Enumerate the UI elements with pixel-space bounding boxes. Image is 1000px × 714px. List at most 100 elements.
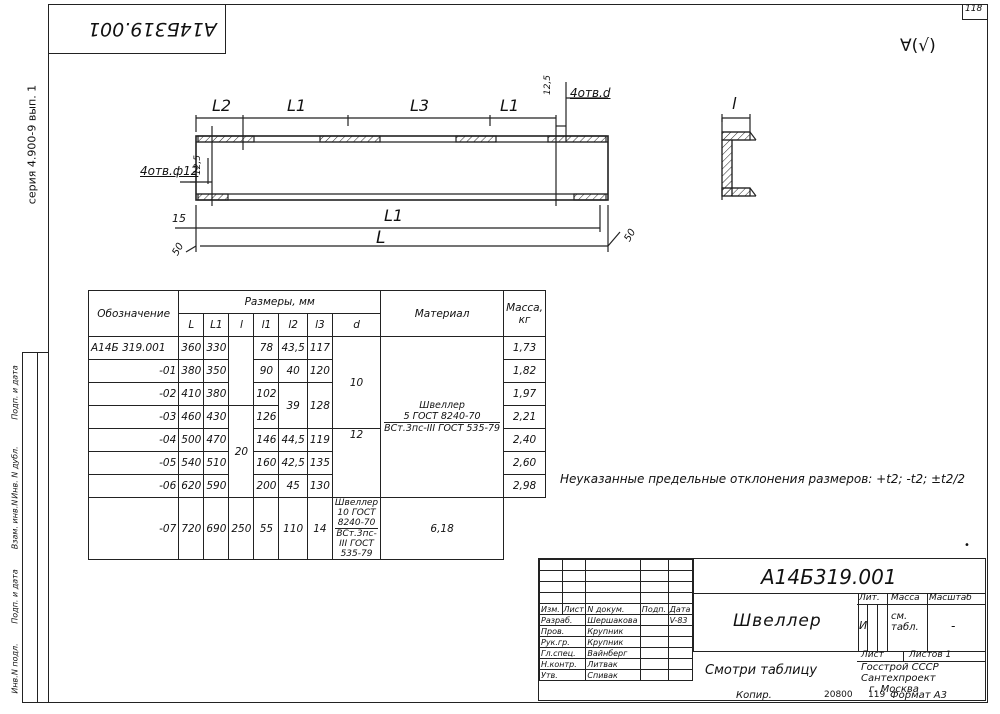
table-row: -02 410 380 102 39 128 1,97 [87, 382, 546, 429]
cell-L: 380 [178, 359, 205, 383]
header-designation: Обозначение [87, 290, 180, 337]
cell-mass: 6,18 [380, 497, 505, 560]
material-label: Швеллер [419, 400, 465, 411]
cell-l-blank [228, 336, 255, 406]
cell-L1: 430 [203, 405, 230, 429]
person-role: Разраб. [538, 614, 587, 626]
cell-l1: 146 [253, 428, 280, 452]
scale-value: - [951, 619, 956, 633]
col-l2: l2 [278, 313, 308, 337]
header-material: Материал [380, 290, 505, 337]
cell-material-main: Швеллер 5 ГОСТ 8240-70 ВСт.3пс-III ГОСТ … [380, 336, 505, 498]
side-stamp [22, 352, 49, 703]
kopir-label: Копир. [736, 690, 772, 701]
person-signature [639, 647, 669, 659]
cell-d-12: 12 [331, 428, 382, 498]
cell-l2: 45 [278, 474, 308, 498]
material-bottom: ВСт.3пс-III ГОСТ 535-79 [384, 423, 501, 434]
side-stamp-5: Подп. и дата [10, 365, 20, 420]
cell-L1: 350 [203, 359, 230, 383]
person-signature [639, 614, 669, 626]
sheet-header: Лист [861, 650, 884, 660]
dim-l3: L3 [410, 96, 430, 115]
person-role: Утв. [538, 669, 587, 681]
person-signature [639, 669, 669, 681]
side-stamp-1: Инв.N подл. [10, 643, 20, 694]
person-role: Н.контр. [538, 658, 587, 670]
dim-12-5-left: 12,5 [193, 154, 204, 176]
cell-L1: 330 [203, 336, 230, 360]
cell-L1: 690 [203, 497, 230, 560]
person-signature [639, 625, 669, 637]
format-label: Формат А3 [890, 690, 947, 701]
cell-des: -02 [87, 382, 180, 406]
roughness-mark: ∀(√) [900, 36, 936, 56]
revision-grid: Изм. Лист N докум. Подп. Дата Разраб. Ше… [538, 559, 694, 681]
cell-mass: 2,60 [503, 451, 546, 475]
cell-l2: 43,5 [278, 336, 308, 360]
role-date: Дата [667, 603, 694, 615]
cell-des: А14Б 319.001 [87, 336, 180, 360]
cell-des: -07 [87, 497, 180, 560]
cell-des: -01 [87, 359, 180, 383]
cell-L: 620 [178, 474, 205, 498]
person-name: Крупник [585, 636, 641, 648]
name-cell [693, 593, 859, 652]
cell-l3: 130 [306, 474, 333, 498]
cell-l1: 126 [253, 405, 280, 429]
cell-L1: 470 [203, 428, 230, 452]
code-cell [693, 559, 986, 594]
role-izm: Изм. [539, 603, 563, 615]
page-ref: 119 [868, 690, 886, 700]
person-name: Спивак [585, 669, 641, 681]
table-row: -07 720 690 250 55 110 14 Швеллер 10 ГОС… [87, 497, 546, 560]
col-l1: l1 [253, 313, 280, 337]
person-name: Литвак [585, 658, 641, 670]
cell-L: 500 [178, 428, 205, 452]
dim-l1-top: L1 [287, 96, 307, 115]
page-number-box [962, 4, 988, 20]
cell-d-14: 14 [306, 497, 333, 560]
cell-mass: 2,21 [503, 405, 546, 429]
cell-des: -04 [87, 428, 180, 452]
cell-l3: 135 [306, 451, 333, 475]
cell-mass: 1,73 [503, 336, 546, 360]
cell-l1: 200 [253, 474, 280, 498]
col-L1: L1 [203, 313, 230, 337]
title-name: Швеллер [733, 611, 822, 631]
cell-l3: 117 [306, 336, 333, 360]
dim-l2: L2 [212, 96, 232, 115]
mass-value: см. табл. [891, 611, 919, 633]
cell-l1: 90 [253, 359, 280, 383]
material-last-top: 10 ГОСТ 8240-70 [334, 508, 379, 529]
org-1: Госстрой СССР [861, 662, 939, 673]
cell-mass: 1,97 [503, 382, 546, 406]
title-block: Изм. Лист N докум. Подп. Дата Разраб. Ше… [538, 558, 986, 701]
role-list: Лист [561, 603, 587, 615]
dot-mark: • [964, 540, 970, 551]
cell-des: -06 [87, 474, 180, 498]
cell-l3-merged: 128 [306, 382, 333, 429]
dim-15: 15 [172, 212, 186, 225]
cell-l2: 44,5 [278, 428, 308, 452]
cell-l3: 110 [278, 497, 308, 560]
header-mass: Масса, кг [503, 290, 546, 337]
scale-header: Масштаб [929, 593, 972, 603]
col-l3: l3 [306, 313, 333, 337]
cell-L: 410 [178, 382, 205, 406]
rotated-code-box [48, 4, 226, 54]
section-l: l [732, 94, 737, 113]
person-signature [639, 636, 669, 648]
table-row: -01 380 350 90 40 120 1,82 [87, 359, 546, 383]
lit-header: Лит. [859, 593, 880, 603]
person-role: Рук.гр. [538, 636, 587, 648]
mass-header: Масса [891, 593, 920, 603]
cell-L: 460 [178, 405, 205, 429]
title-code: А14Б319.001 [761, 565, 897, 589]
col-L: L [178, 313, 205, 337]
cell-L: 720 [178, 497, 205, 560]
holes-d-label: 4отв.d [570, 86, 611, 100]
spec-table: Обозначение Размеры, мм Материал Масса, … [87, 290, 546, 560]
cell-L: 360 [178, 336, 205, 360]
cell-material-last: Швеллер 10 ГОСТ 8240-70 ВСт.3пс-III ГОСТ… [331, 497, 382, 560]
